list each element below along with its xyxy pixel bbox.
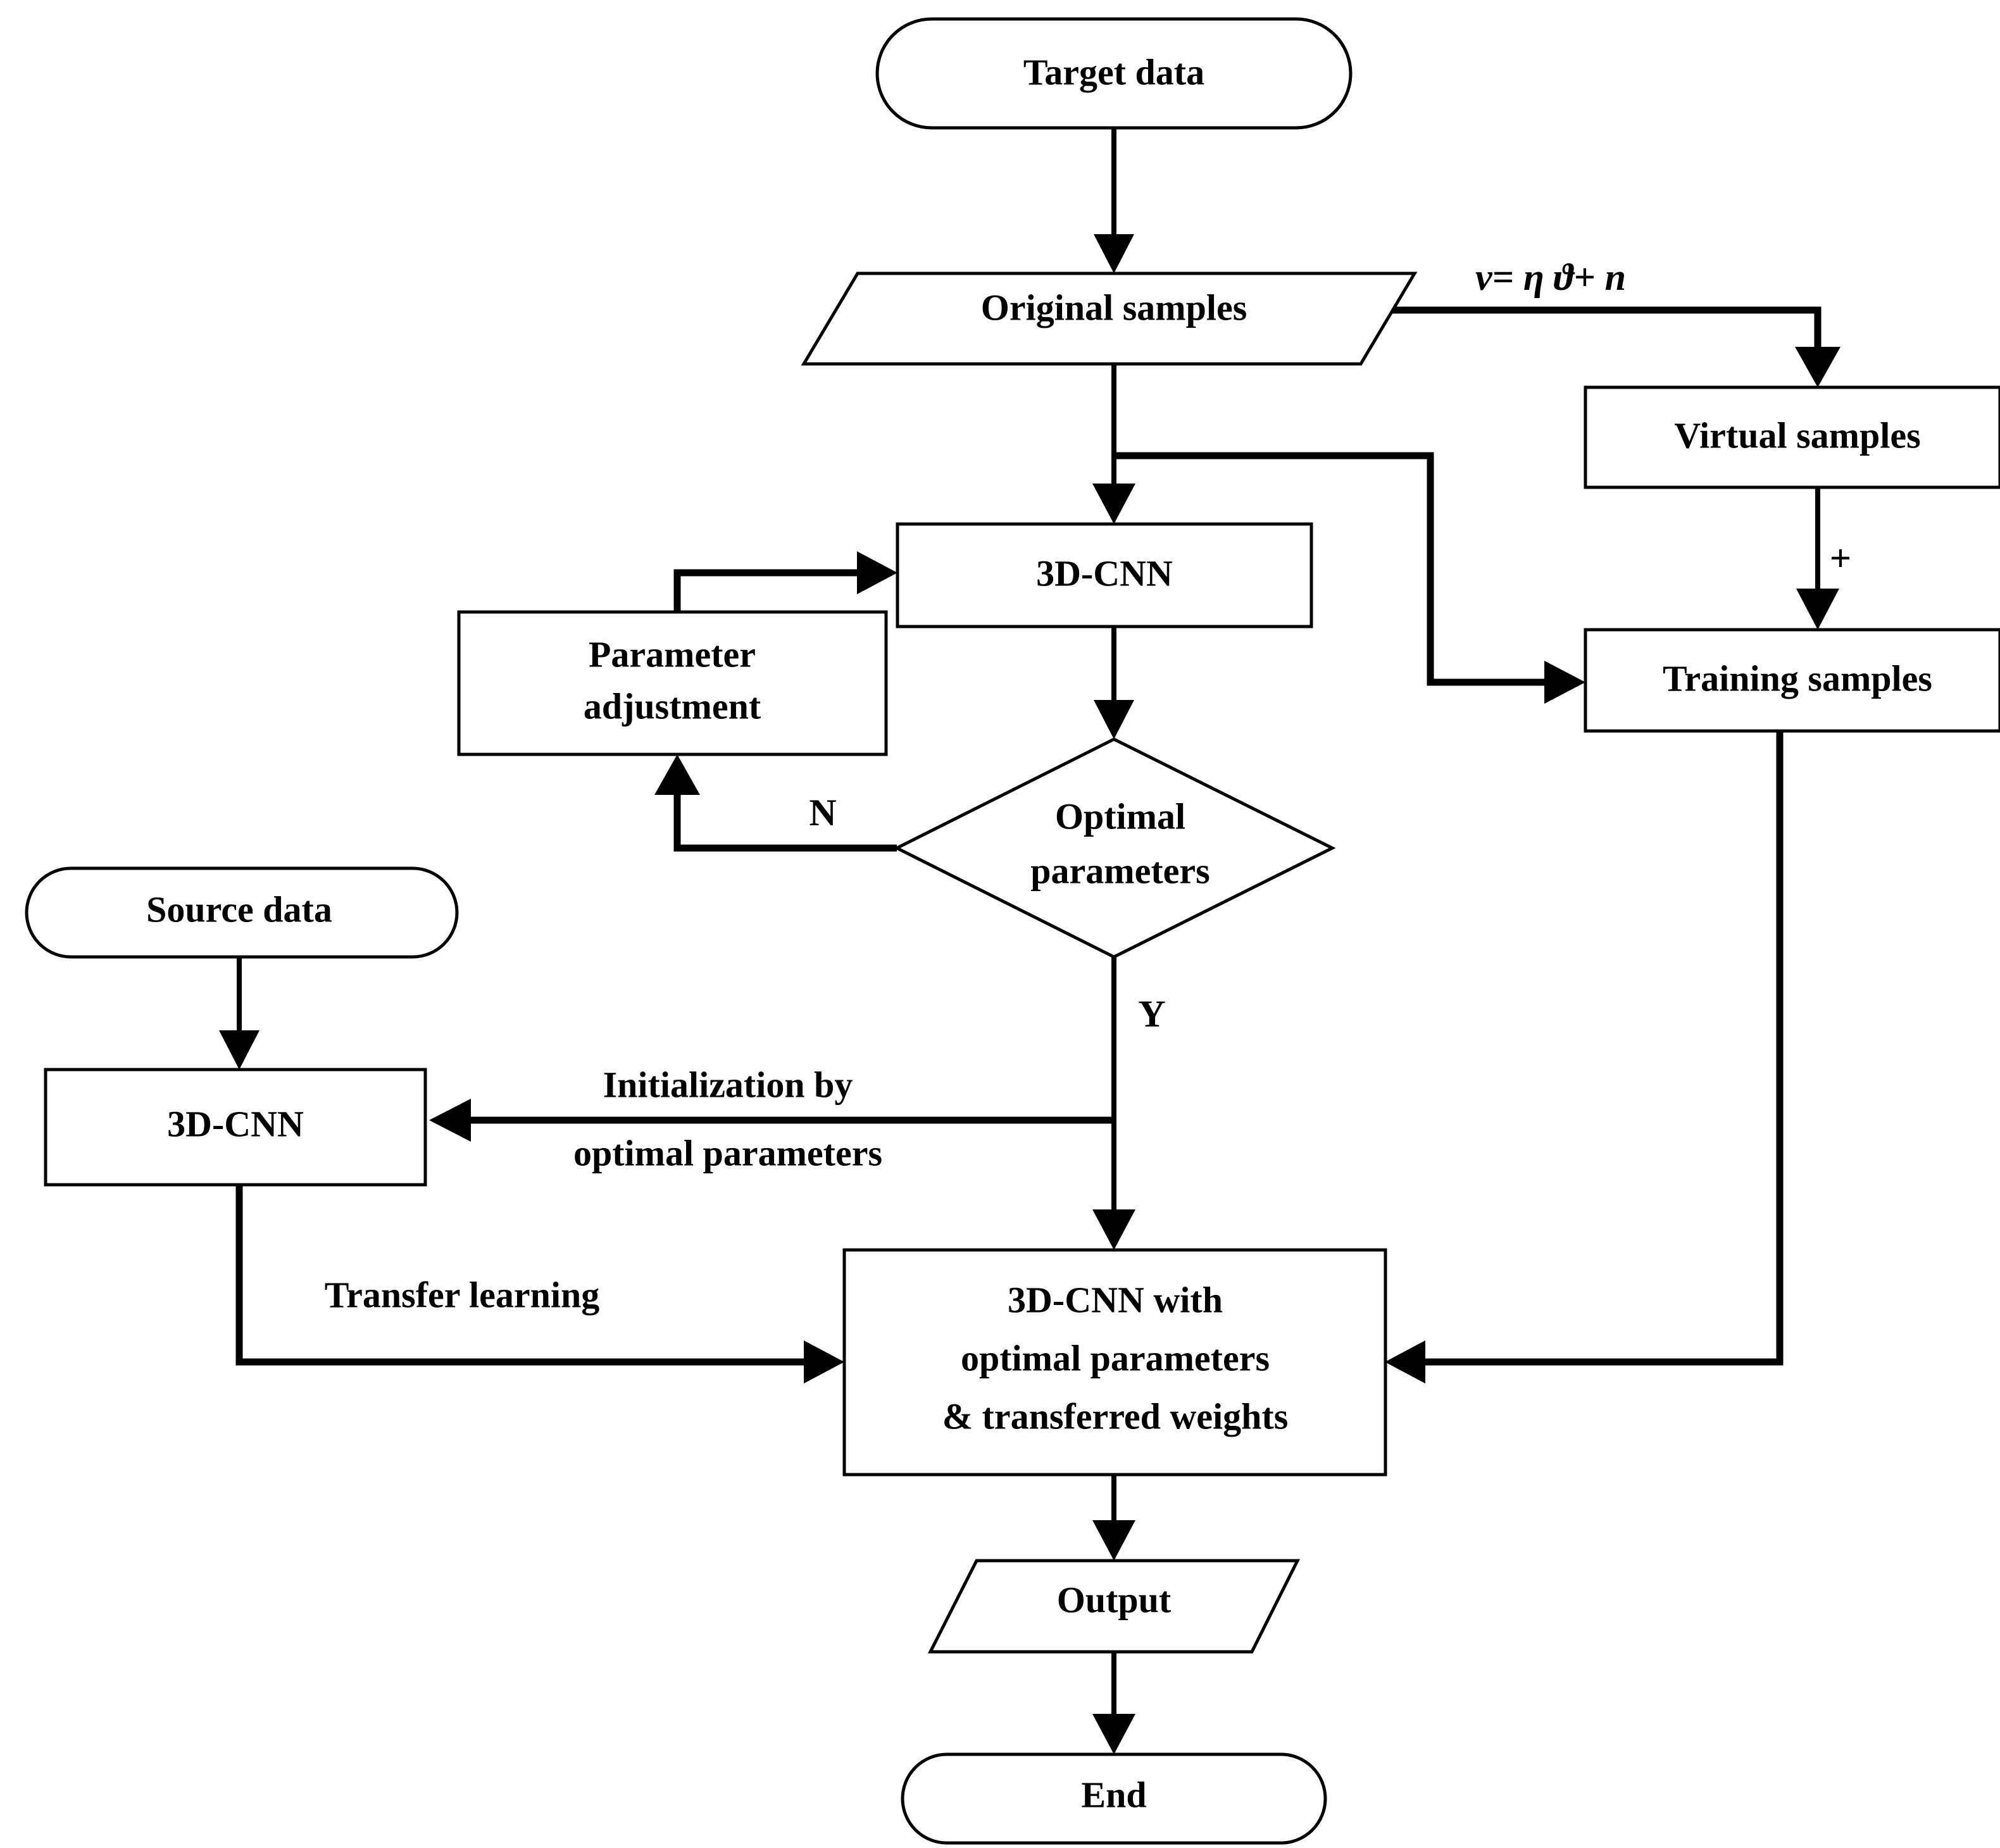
edge-label-initialization-line2: optimal parameters	[573, 1132, 882, 1173]
edge-initialization-to-source-cnn	[429, 1099, 1114, 1142]
edge-label-transfer-learning: Transfer learning	[325, 1274, 599, 1315]
edge-final-to-output	[1092, 1475, 1135, 1561]
edge-label-virtual-formula: v= η ϑ+ n	[1475, 256, 1626, 298]
node-cnn-top[interactable]: 3D-CNN	[896, 522, 1313, 628]
node-cnn-final-label-line3: & transferred weights	[942, 1395, 1289, 1437]
node-cnn-source-label: 3D-CNN	[167, 1103, 304, 1144]
node-target-data-label: Target data	[1023, 51, 1204, 92]
edge-original-to-cnn	[1092, 364, 1135, 524]
node-cnn-final[interactable]: 3D-CNN with optimal parameters & transfe…	[842, 1248, 1387, 1477]
node-cnn-final-label-line1: 3D-CNN with	[1008, 1279, 1223, 1320]
edge-virtual-to-training	[1796, 487, 1839, 630]
edge-cnn-to-decision	[1094, 627, 1134, 739]
node-cnn-final-label-line2: optimal parameters	[961, 1337, 1270, 1378]
node-original-samples[interactable]: Original samples	[801, 272, 1418, 366]
node-training-samples-label: Training samples	[1663, 658, 1932, 699]
node-end-label: End	[1081, 1774, 1146, 1815]
edge-label-decision-yes: Y	[1138, 993, 1165, 1035]
edge-original-to-virtual	[1383, 306, 1841, 387]
node-parameter-adjustment[interactable]: Parameter adjustment	[457, 610, 888, 756]
node-source-data[interactable]: Source data	[25, 866, 459, 959]
node-virtual-samples-label: Virtual samples	[1674, 415, 1920, 456]
edge-decision-yes-to-final	[1092, 957, 1135, 1250]
node-output[interactable]: Output	[927, 1559, 1301, 1654]
node-target-data[interactable]: Target data	[875, 17, 1353, 130]
edge-source-to-cnn	[219, 957, 259, 1070]
node-cnn-top-label: 3D-CNN	[1036, 553, 1173, 594]
edge-label-decision-no: N	[809, 792, 836, 833]
node-virtual-samples[interactable]: Virtual samples	[1584, 385, 2000, 489]
edge-target-to-original	[1094, 127, 1134, 273]
node-source-data-label: Source data	[146, 889, 332, 930]
node-end[interactable]: End	[901, 1752, 1327, 1845]
node-cnn-source[interactable]: 3D-CNN	[44, 1068, 427, 1187]
edge-decision-no-to-parameter	[654, 754, 897, 852]
node-parameter-adjustment-label-line2: adjustment	[584, 685, 761, 727]
node-optimal-parameters-label-line2: parameters	[1030, 850, 1209, 891]
edge-parameter-to-cnn	[673, 551, 897, 612]
node-output-label: Output	[1057, 1579, 1172, 1620]
edge-label-plus: +	[1830, 537, 1851, 579]
node-training-samples[interactable]: Training samples	[1584, 628, 2000, 733]
node-parameter-adjustment-label-line1: Parameter	[589, 634, 756, 675]
node-original-samples-label: Original samples	[981, 287, 1247, 328]
node-optimal-parameters[interactable]: Optimal parameters	[893, 737, 1336, 959]
node-optimal-parameters-label-line1: Optimal	[1055, 796, 1185, 837]
edge-transfer-learning	[235, 1185, 844, 1383]
edge-output-to-end	[1092, 1652, 1135, 1754]
edge-training-to-final	[1385, 731, 1784, 1383]
edge-label-initialization-line1: Initialization by	[603, 1064, 853, 1105]
edge-original-to-training	[1114, 452, 1585, 704]
